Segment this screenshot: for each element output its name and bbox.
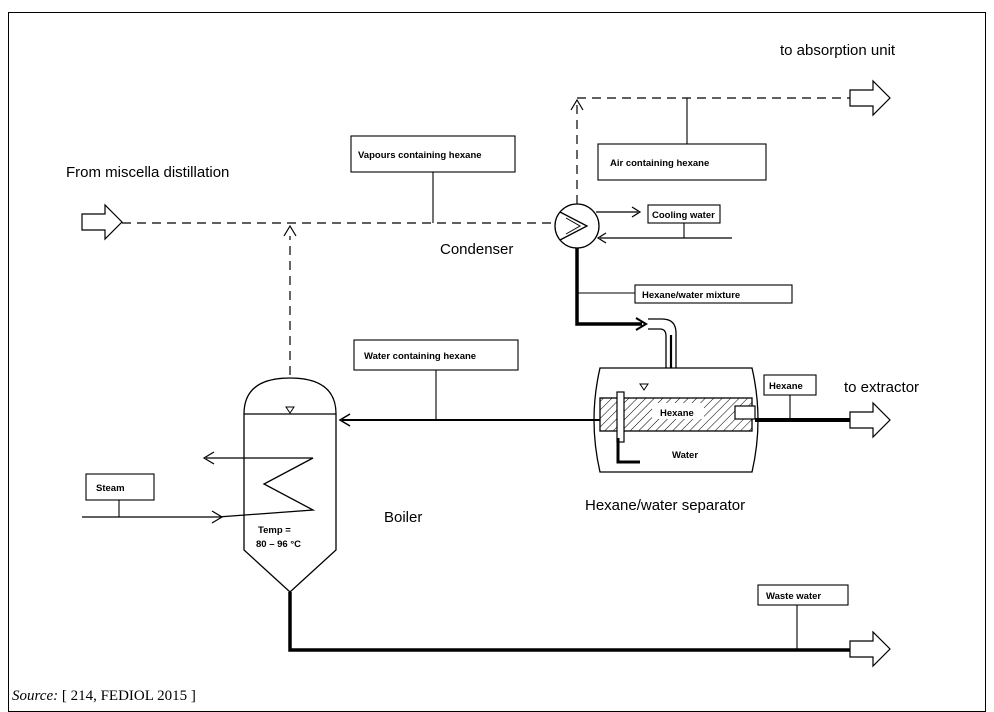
water-layer-label: Water — [672, 450, 698, 461]
boiler-temp-label: Temp = — [258, 525, 291, 536]
hexane-layer-label-bg — [652, 403, 704, 419]
mixture-box — [634, 284, 793, 304]
boiler-vapour-up-arrow — [283, 224, 297, 237]
boiler-label: Boiler — [384, 509, 422, 526]
separator-feed-pipe — [648, 318, 677, 378]
water-hexane-box-label: Water containing hexane — [364, 351, 476, 362]
extractor-hollow-arrow — [849, 401, 891, 439]
source-prefix: Source: — [12, 688, 59, 704]
condenser — [554, 203, 600, 249]
source-text: [ 214, FEDIOL 2015 ] — [61, 688, 196, 704]
mixture-box-label: Hexane/water mixture — [642, 290, 740, 301]
water-hexane-box — [353, 339, 519, 371]
separator-label: Hexane/water separator — [585, 497, 745, 514]
steam-coil — [206, 457, 316, 518]
to-absorption-label: to absorption unit — [780, 42, 896, 59]
steam-in-arrow — [211, 510, 224, 524]
condenser-body — [554, 203, 600, 249]
cooling-in-arrow — [596, 232, 607, 244]
vapour-lines — [122, 97, 850, 375]
source-caption: Source: [ 214, FEDIOL 2015 ] — [12, 688, 196, 705]
hexane-out-box-label: Hexane — [769, 381, 803, 392]
condensate-line — [575, 248, 642, 326]
weir-plate — [616, 391, 625, 443]
condensate-arrow — [635, 317, 648, 331]
air-box — [597, 143, 767, 181]
hexane-layer-label: Hexane — [660, 408, 694, 419]
boiler-level-mark — [285, 406, 295, 414]
steam-out-arrow — [202, 451, 215, 465]
waste-water-line — [288, 592, 850, 652]
from-miscella-label: From miscella distillation — [66, 164, 229, 181]
liquid-level-mark — [639, 383, 649, 391]
condenser-coil — [559, 211, 589, 241]
leader-lines — [118, 98, 798, 650]
boiler-temp-range: 80 – 96 °C — [256, 539, 301, 550]
water-outlet-leg — [616, 438, 640, 464]
waste-box — [757, 584, 849, 606]
waste-hollow-arrow — [849, 630, 891, 668]
vapours-box-label: Vapours containing hexane — [358, 150, 482, 161]
waste-box-label: Waste water — [766, 591, 821, 602]
cooling-out-arrow — [631, 206, 642, 218]
air-box-label: Air containing hexane — [610, 158, 709, 169]
inlet-hollow-arrow — [81, 203, 123, 241]
steam-box — [85, 473, 155, 501]
vent-up-arrow — [570, 98, 584, 111]
condenser-coil-inner — [565, 217, 582, 235]
absorption-hollow-arrow — [849, 79, 891, 117]
separator-vessel — [593, 367, 759, 473]
boiler-vessel — [206, 377, 337, 593]
water-return-arrow — [338, 413, 351, 427]
cooling-box-label: Cooling water — [652, 210, 715, 221]
condenser-label: Condenser — [440, 241, 513, 258]
steam-box-label: Steam — [96, 483, 125, 494]
label-boxes — [85, 135, 849, 606]
to-extractor-label: to extractor — [844, 379, 919, 396]
hexane-outlet-nozzle — [734, 405, 756, 420]
